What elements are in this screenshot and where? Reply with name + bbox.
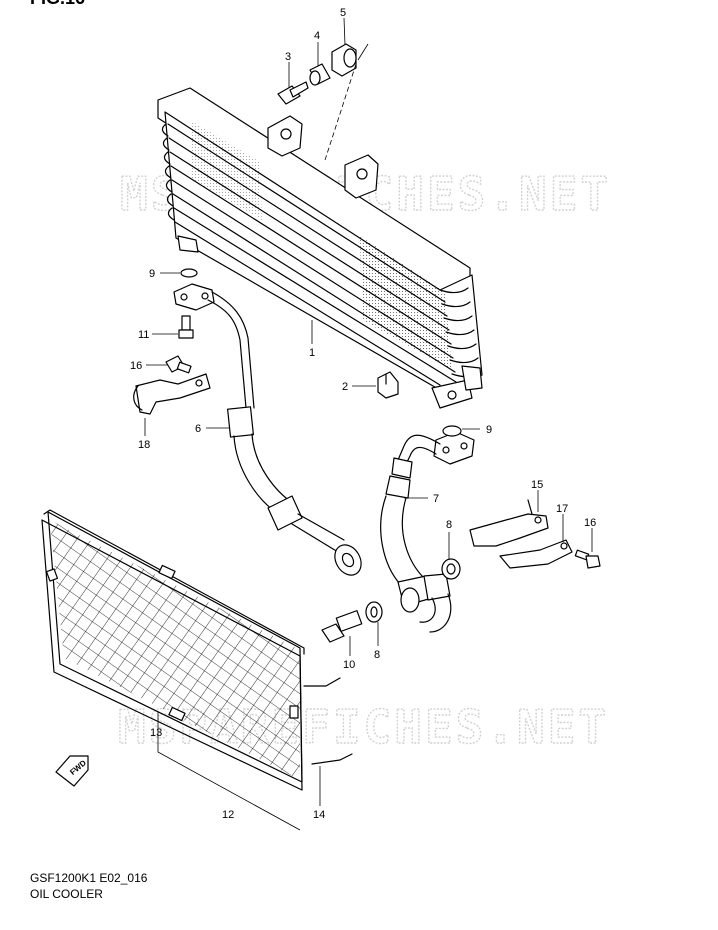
- o-ring-part-9-lower: [442, 425, 462, 437]
- cushion-part-5: [331, 43, 357, 77]
- part-label: 8: [446, 519, 452, 531]
- part-label: 11: [138, 329, 149, 341]
- part-label: 6: [195, 423, 201, 435]
- part-label: 16: [130, 360, 142, 372]
- collar-part-4: [309, 63, 331, 86]
- part-labels: 5 4 3 1 2 9 11 16 18 6 9 7 8 8 10 15 17 …: [130, 7, 596, 821]
- part-label: 8: [374, 649, 380, 661]
- figure-title: FIG.16: [30, 0, 85, 8]
- union-bolt-part-10: [321, 610, 363, 643]
- oil-hose-part-7: [380, 431, 475, 633]
- part-label: 15: [531, 479, 543, 491]
- part-label: 7: [433, 493, 439, 505]
- part-label: 5: [340, 7, 346, 19]
- bolt-part-16-left: [165, 355, 192, 374]
- part-label: 2: [342, 381, 348, 393]
- part-label: 16: [584, 517, 596, 529]
- leader-lines: [144, 17, 593, 831]
- oil-cooler-core: [157, 87, 483, 409]
- bolt-part-16-right: [574, 549, 601, 569]
- part-label: 17: [556, 503, 568, 515]
- part-label: 9: [149, 268, 155, 280]
- o-ring-part-9-upper: [180, 268, 198, 278]
- part-label: 3: [285, 51, 291, 63]
- part-label: 10: [343, 659, 355, 671]
- fwd-arrow-icon: FWD: [55, 755, 89, 787]
- part-label: 13: [150, 727, 162, 739]
- bolt-part-3: [277, 81, 309, 105]
- part-label: 14: [313, 809, 325, 821]
- part-label: 4: [314, 30, 320, 42]
- bolt-part-11: [178, 315, 194, 339]
- cooler-left-coils: [161, 123, 175, 221]
- model-code: GSF1200K1 E02_016: [30, 871, 148, 885]
- section-name: OIL COOLER: [30, 887, 103, 901]
- oil-hose-part-6: [173, 283, 362, 576]
- part-label: 18: [138, 439, 150, 451]
- bracket-part-17: [499, 539, 573, 569]
- cushion-part-2: [377, 371, 399, 399]
- part-label: 12: [222, 809, 234, 821]
- clamp-part-15: [469, 499, 549, 547]
- part-label: 9: [486, 424, 492, 436]
- oil-cooler-guard: [41, 509, 353, 791]
- part-label: 1: [309, 347, 315, 359]
- clamp-part-18: [133, 373, 211, 415]
